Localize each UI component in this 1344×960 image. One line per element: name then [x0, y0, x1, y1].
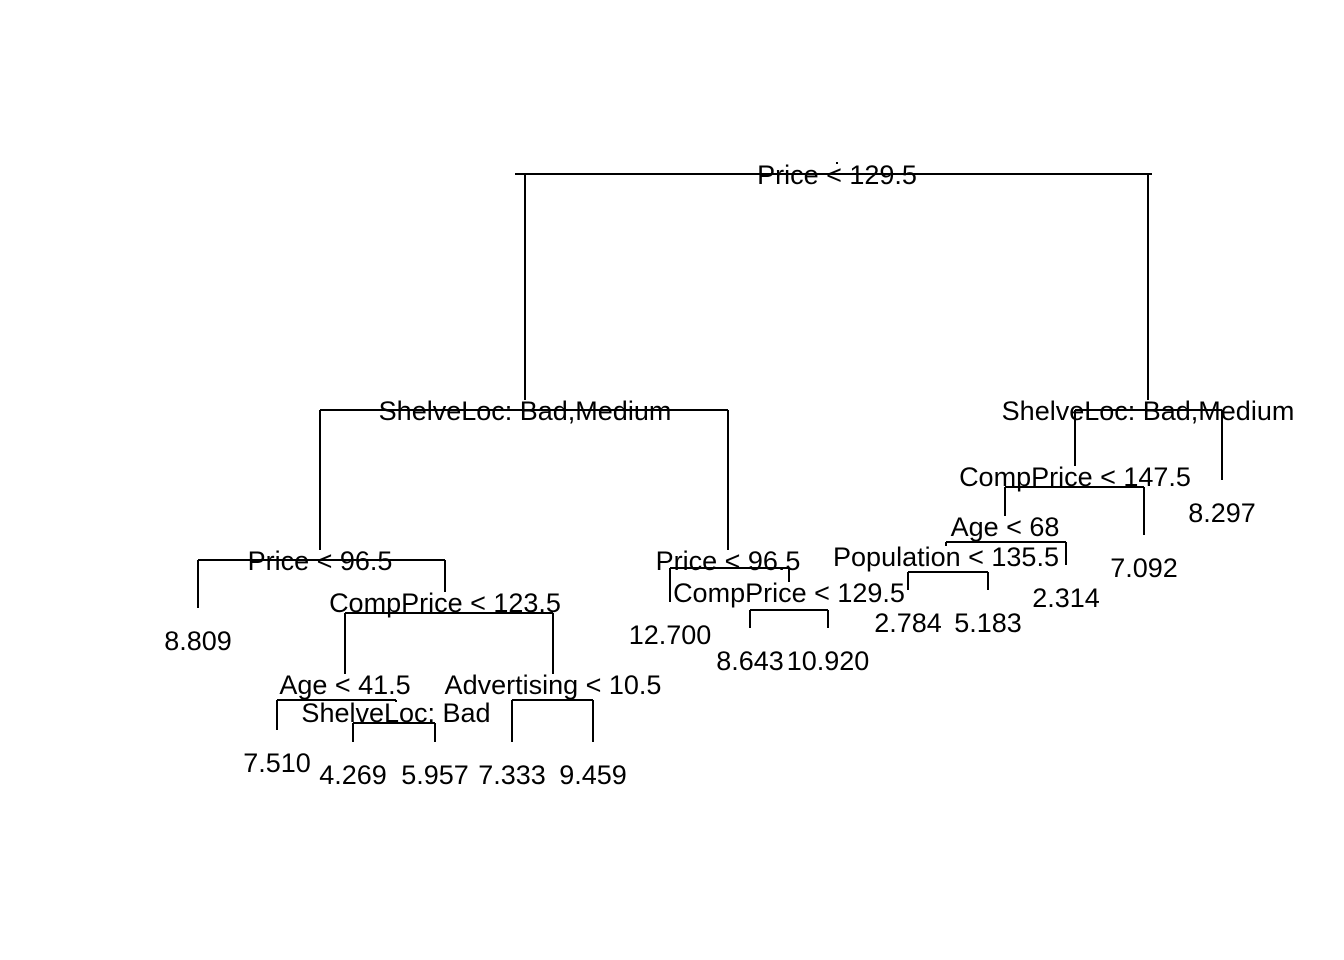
- leaf-value-n10: 12.700: [628, 620, 712, 650]
- leaf-value-n13: 7.092: [1110, 553, 1178, 583]
- split-label-n12: Age < 68: [950, 512, 1060, 542]
- split-label-n9: CompPrice < 123.5: [329, 588, 561, 618]
- split-label-n18: Population < 135.5: [833, 542, 1059, 572]
- leaf-value-n17: 10.920: [786, 646, 870, 676]
- leaf-value-n8: 8.809: [164, 626, 232, 656]
- leaf-value-n25: 5.957: [401, 760, 469, 790]
- split-label-n3: ShelveLoc: Bad,Medium: [1001, 396, 1295, 426]
- split-label-n6: CompPrice < 147.5: [959, 462, 1191, 492]
- leaf-value-n16: 8.643: [716, 646, 784, 676]
- split-label-n15: Advertising < 10.5: [444, 670, 662, 700]
- leaf-value-n22: 7.333: [478, 760, 546, 790]
- split-label-n2: ShelveLoc: Bad,Medium: [378, 396, 672, 426]
- split-label-n1: Price < 129.5: [757, 160, 917, 190]
- split-label-n4: Price < 96.5: [247, 546, 393, 576]
- split-label-n14: Age < 41.5: [279, 670, 411, 700]
- leaf-value-n27: 5.183: [954, 608, 1022, 638]
- leaf-value-n26: 2.784: [874, 608, 942, 638]
- leaf-value-n19: 2.314: [1032, 583, 1100, 613]
- leaf-value-n20: 7.510: [243, 748, 311, 778]
- leaf-value-n7: 8.297: [1188, 498, 1256, 528]
- leaf-value-n23: 9.459: [559, 760, 627, 790]
- split-label-n21: ShelveLoc: Bad: [301, 698, 491, 728]
- split-label-n5: Price < 96.5: [655, 546, 801, 576]
- split-label-n11: CompPrice < 129.5: [673, 578, 905, 608]
- leaf-value-n24: 4.269: [319, 760, 387, 790]
